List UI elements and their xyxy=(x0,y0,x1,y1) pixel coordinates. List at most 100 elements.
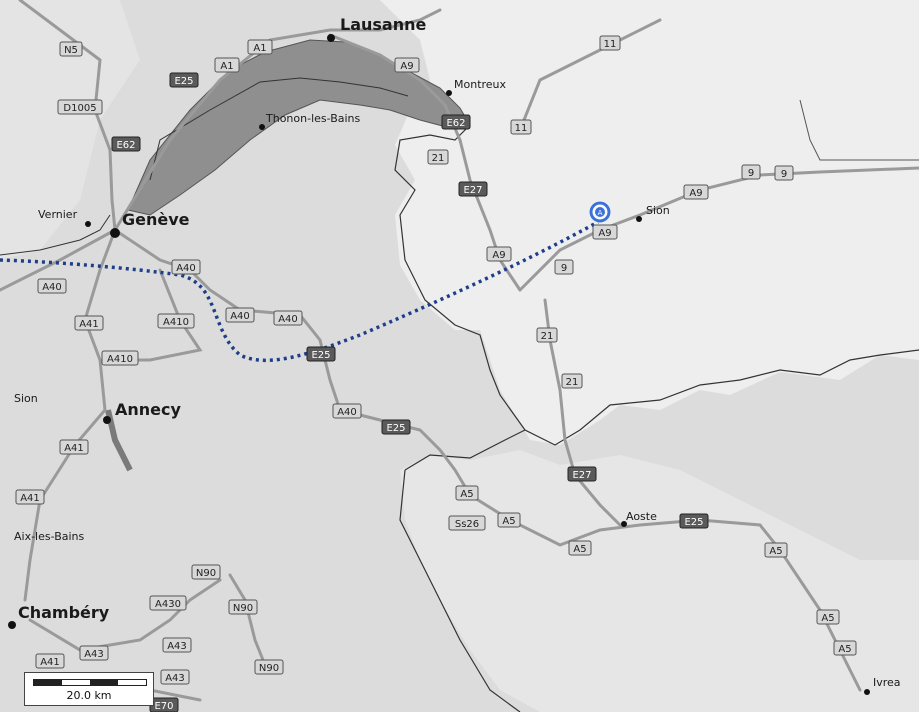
shield-a40: A40 xyxy=(273,310,303,326)
shield-text: A41 xyxy=(20,493,40,504)
shield-a40: A40 xyxy=(37,278,67,294)
scale-bar: 20.0 km xyxy=(24,672,154,706)
city-dot-geneve xyxy=(110,228,120,238)
shield-text: E25 xyxy=(311,350,330,361)
shield-text: A5 xyxy=(769,546,782,557)
scale-bar-graphic xyxy=(33,679,147,686)
border-ch xyxy=(394,124,919,446)
road-a1 xyxy=(113,8,442,232)
shield-a5: A5 xyxy=(764,542,788,558)
shield-text: N90 xyxy=(259,663,279,674)
city-label-sion-offscreen: Sion xyxy=(14,392,38,405)
city-dot-aoste xyxy=(621,521,627,527)
shield-n90: N90 xyxy=(254,659,284,675)
shield-text: E70 xyxy=(154,701,173,712)
city-dot-vernier xyxy=(85,221,91,227)
road-a41 xyxy=(23,228,117,602)
city-dots xyxy=(8,34,870,695)
shield-a5: A5 xyxy=(833,640,857,656)
shield-a43: A43 xyxy=(79,645,109,661)
shield-text: E25 xyxy=(386,423,405,434)
city-dot-chambery xyxy=(8,621,16,629)
city-label-aoste: Aoste xyxy=(626,510,657,523)
shield-text: A410 xyxy=(163,317,189,328)
shield-d1005: D1005 xyxy=(57,99,103,115)
shield-ss26: Ss26 xyxy=(448,515,486,531)
shield-a5: A5 xyxy=(568,540,592,556)
shield-n90: N90 xyxy=(191,564,221,580)
city-dot-thonon xyxy=(259,124,265,130)
shield-9: 9 xyxy=(774,165,794,181)
shield-e62: E62 xyxy=(111,136,141,152)
shield-a9: A9 xyxy=(486,246,512,262)
shield-text: E27 xyxy=(572,470,591,481)
shield-a410: A410 xyxy=(157,313,195,329)
switzerland-area xyxy=(380,0,919,445)
shield-text: N5 xyxy=(64,45,78,56)
city-dot-annecy xyxy=(103,416,111,424)
shield-text: A9 xyxy=(400,61,413,72)
road-a43 xyxy=(28,578,222,652)
shield-text: A41 xyxy=(40,657,60,668)
shield-text: Ss26 xyxy=(455,519,479,530)
shield-text: 9 xyxy=(781,169,787,180)
shield-a9: A9 xyxy=(592,224,618,240)
shield-11: 11 xyxy=(599,35,621,51)
shield-text: A43 xyxy=(167,641,187,652)
shield-text: N90 xyxy=(196,568,216,579)
city-label-geneve: Genève xyxy=(122,210,190,229)
jura-area xyxy=(0,0,140,260)
shield-text: 11 xyxy=(604,39,617,50)
city-dot-ivrea xyxy=(864,689,870,695)
shield-text: A430 xyxy=(155,599,181,610)
shield-text: A410 xyxy=(107,354,133,365)
road-a40-west xyxy=(0,228,117,292)
city-dot-lausanne xyxy=(327,34,335,42)
shield-a43: A43 xyxy=(162,637,192,653)
shield-a41: A41 xyxy=(74,315,104,331)
shield-text: A1 xyxy=(253,43,266,54)
shield-11: 11 xyxy=(510,119,532,135)
city-dot-sion xyxy=(636,216,642,222)
road-shields: N5 A1 A1 E25 D1005 E62 A9 11 E62 11 21 E… xyxy=(15,35,857,712)
shield-text: A40 xyxy=(278,314,298,325)
shield-21: 21 xyxy=(561,373,583,389)
shield-a5: A5 xyxy=(497,512,521,528)
shield-e25: E25 xyxy=(169,72,199,88)
shield-e25: E25 xyxy=(306,346,336,362)
location-marker-icon[interactable]: A xyxy=(589,201,611,223)
shield-a9: A9 xyxy=(394,57,420,73)
shield-a5: A5 xyxy=(455,485,479,501)
shield-a41: A41 xyxy=(35,653,65,669)
shield-text: E62 xyxy=(116,140,135,151)
shield-n5: N5 xyxy=(59,41,83,57)
city-label-annecy: Annecy xyxy=(115,400,182,419)
shield-a40: A40 xyxy=(225,307,255,323)
city-label-chambery: Chambéry xyxy=(18,603,110,622)
road-n90 xyxy=(228,573,267,667)
shield-text: A43 xyxy=(165,673,185,684)
shield-a40: A40 xyxy=(332,403,362,419)
shield-text: A43 xyxy=(84,649,104,660)
shield-text: A40 xyxy=(176,263,196,274)
border-fr xyxy=(0,214,111,256)
shield-text: A5 xyxy=(821,613,834,624)
shield-text: A5 xyxy=(573,544,586,555)
shield-text: A5 xyxy=(838,644,851,655)
shield-text: A9 xyxy=(689,188,702,199)
shield-text: 9 xyxy=(748,168,754,179)
marker-label: A xyxy=(598,209,603,217)
city-label-sion: Sion xyxy=(646,204,670,217)
shield-e62: E62 xyxy=(441,114,471,130)
road-a9-sion xyxy=(518,166,919,292)
city-label-thonon: Thonon-les-Bains xyxy=(265,112,361,125)
shield-a5: A5 xyxy=(816,609,840,625)
shield-a9: A9 xyxy=(683,184,709,200)
shield-text: A9 xyxy=(492,250,505,261)
shield-text: A41 xyxy=(79,319,99,330)
shield-text: A5 xyxy=(460,489,473,500)
shield-text: A5 xyxy=(502,516,515,527)
shield-a43: A43 xyxy=(160,669,190,685)
